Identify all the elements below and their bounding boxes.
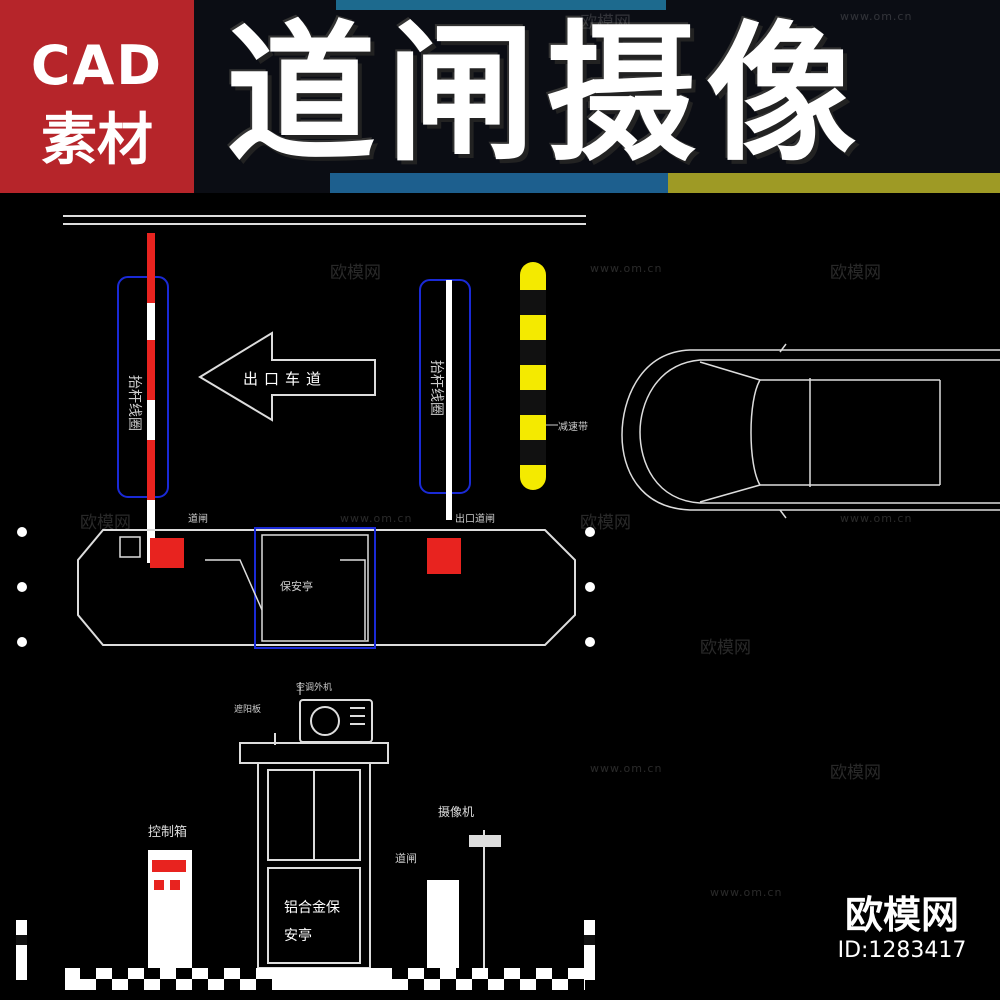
brand-name: 欧模网 bbox=[844, 893, 959, 937]
camera-label: 摄像机 bbox=[438, 804, 474, 819]
gate-right-label: 出口道闸 bbox=[455, 512, 495, 525]
gate-left-label: 道闸 bbox=[188, 512, 208, 525]
watermark-url: www.om.cn bbox=[590, 762, 663, 775]
teal-stripe bbox=[330, 173, 668, 193]
barrier-arm-left bbox=[147, 233, 155, 563]
road-edge-lines bbox=[63, 215, 586, 225]
speed-bump-label: 减速带 bbox=[558, 421, 588, 433]
control-box bbox=[148, 850, 192, 968]
ground-curb bbox=[65, 968, 585, 990]
loop-coil-left-label: 抬杆线圈 bbox=[126, 375, 142, 431]
watermark-brand: 欧模网 bbox=[700, 638, 751, 658]
watermark-brand: 欧模网 bbox=[830, 763, 881, 783]
bollards-elevation bbox=[16, 920, 595, 980]
watermark-brand: 欧模网 bbox=[80, 513, 131, 533]
watermark-url: www.om.cn bbox=[710, 886, 783, 899]
watermark-url: www.om.cn bbox=[840, 10, 913, 23]
exit-lane-label: 出口车道 bbox=[243, 370, 327, 388]
car-top-view bbox=[621, 343, 1000, 519]
booth-elevation bbox=[239, 733, 389, 969]
cad-drawing: 抬杆线圈 出口车道 抬杆线圈 减速带 bbox=[16, 215, 1000, 990]
control-box-label: 控制箱 bbox=[148, 824, 187, 840]
brand-id: ID:1283417 bbox=[837, 938, 967, 963]
booth-plan-label: 保安亭 bbox=[280, 579, 313, 593]
awning-label: 遮阳板 bbox=[234, 703, 261, 715]
barrier-gate-elevation bbox=[427, 880, 459, 968]
loop-coil-right: 抬杆线圈 bbox=[419, 279, 471, 520]
exit-lane-arrow: 出口车道 bbox=[198, 331, 376, 422]
cad-badge: CAD 素材 bbox=[0, 0, 194, 193]
camera-pole bbox=[469, 830, 501, 968]
watermark-url: www.om.cn bbox=[590, 262, 663, 275]
badge-material-text: 素材 bbox=[41, 108, 153, 173]
brand-overlay: 欧模网 ID:1283417 bbox=[822, 893, 982, 965]
bollard-markers bbox=[17, 527, 595, 647]
booth-label-line1: 铝合金保 bbox=[284, 900, 340, 916]
olive-stripe bbox=[668, 173, 1000, 193]
watermark-brand: 欧模网 bbox=[830, 263, 881, 283]
speed-bump: 减速带 bbox=[520, 262, 588, 490]
watermark-url: www.om.cn bbox=[340, 512, 413, 525]
booth-plan: 保安亭 道闸 出口道闸 bbox=[77, 512, 576, 649]
badge-cad-text: CAD bbox=[30, 34, 164, 97]
loop-coil-left: 抬杆线圈 bbox=[117, 276, 169, 498]
booth-label-line2: 安亭 bbox=[284, 927, 312, 944]
title-banner: CAD 素材 道闸摄像 bbox=[0, 0, 1000, 193]
loop-coil-right-label: 抬杆线圈 bbox=[428, 360, 444, 416]
watermark-brand: 欧模网 bbox=[580, 13, 631, 33]
barrier-label: 道闸 bbox=[395, 851, 417, 865]
aircon-label: 空调外机 bbox=[296, 681, 332, 693]
watermark-url: www.om.cn bbox=[840, 512, 913, 525]
banner-accent-band bbox=[336, 0, 666, 10]
page-title: 道闸摄像 bbox=[226, 8, 867, 182]
watermark-brand: 欧模网 bbox=[580, 513, 631, 533]
watermark-brand: 欧模网 bbox=[330, 263, 381, 283]
